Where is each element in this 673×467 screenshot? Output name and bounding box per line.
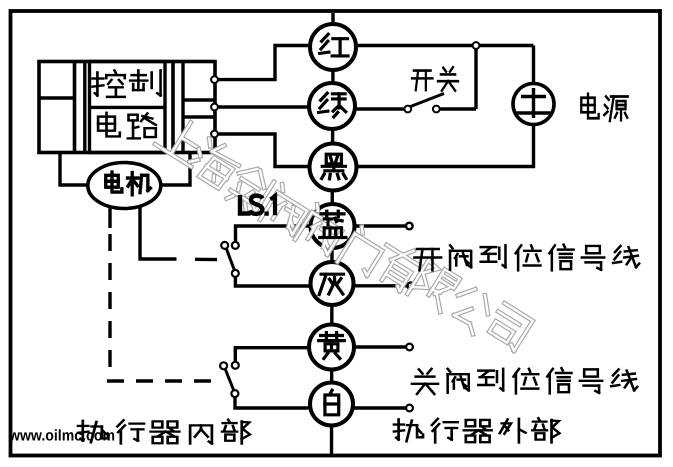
svg-text:www.oilmc.com: www.oilmc.com bbox=[8, 428, 115, 445]
